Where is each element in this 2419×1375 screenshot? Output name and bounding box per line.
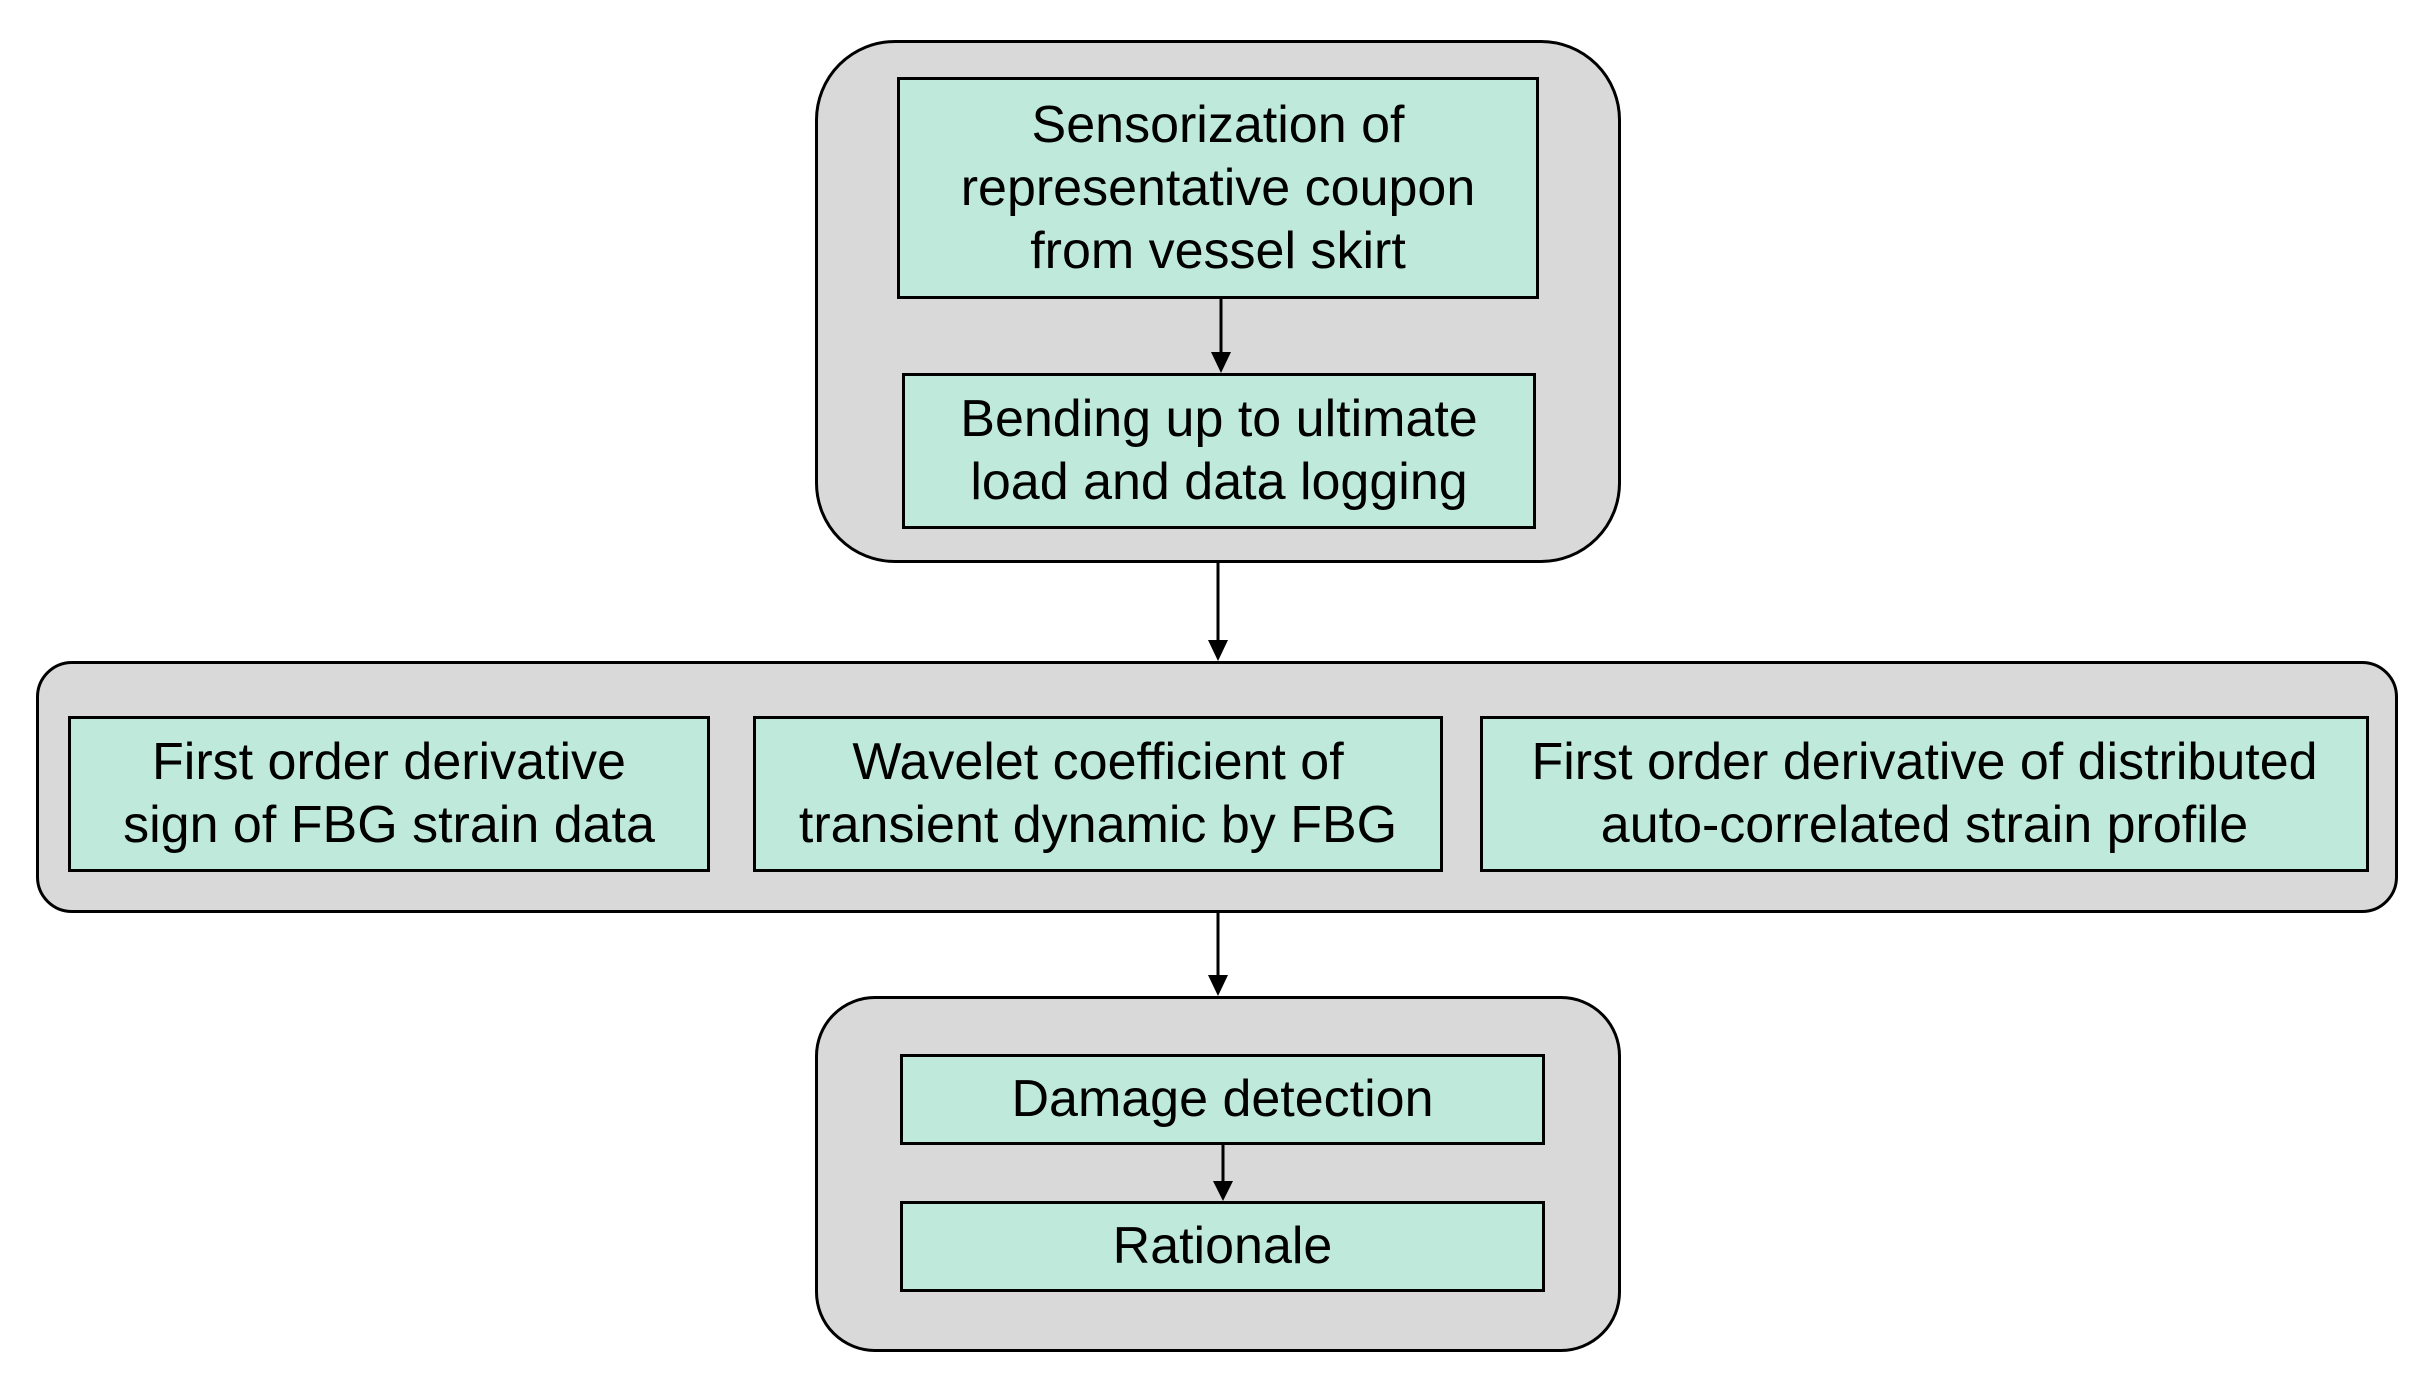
sensorization-box: Sensorization of representative coupon f… <box>897 77 1539 299</box>
first-order-derivative-sign-box: First order derivative sign of FBG strai… <box>68 716 710 872</box>
rationale-box: Rationale <box>900 1201 1545 1292</box>
arrowhead-methods-to-outcome <box>1208 975 1228 996</box>
wavelet-coefficient-box: Wavelet coefficient of transient dynamic… <box>753 716 1443 872</box>
arrowhead-experiment-to-methods <box>1208 640 1228 661</box>
bending-box: Bending up to ultimate load and data log… <box>902 373 1536 529</box>
outcome-group <box>815 996 1621 1352</box>
first-order-derivative-distributed-box: First order derivative of distributed au… <box>1480 716 2369 872</box>
damage-detection-box: Damage detection <box>900 1054 1545 1145</box>
